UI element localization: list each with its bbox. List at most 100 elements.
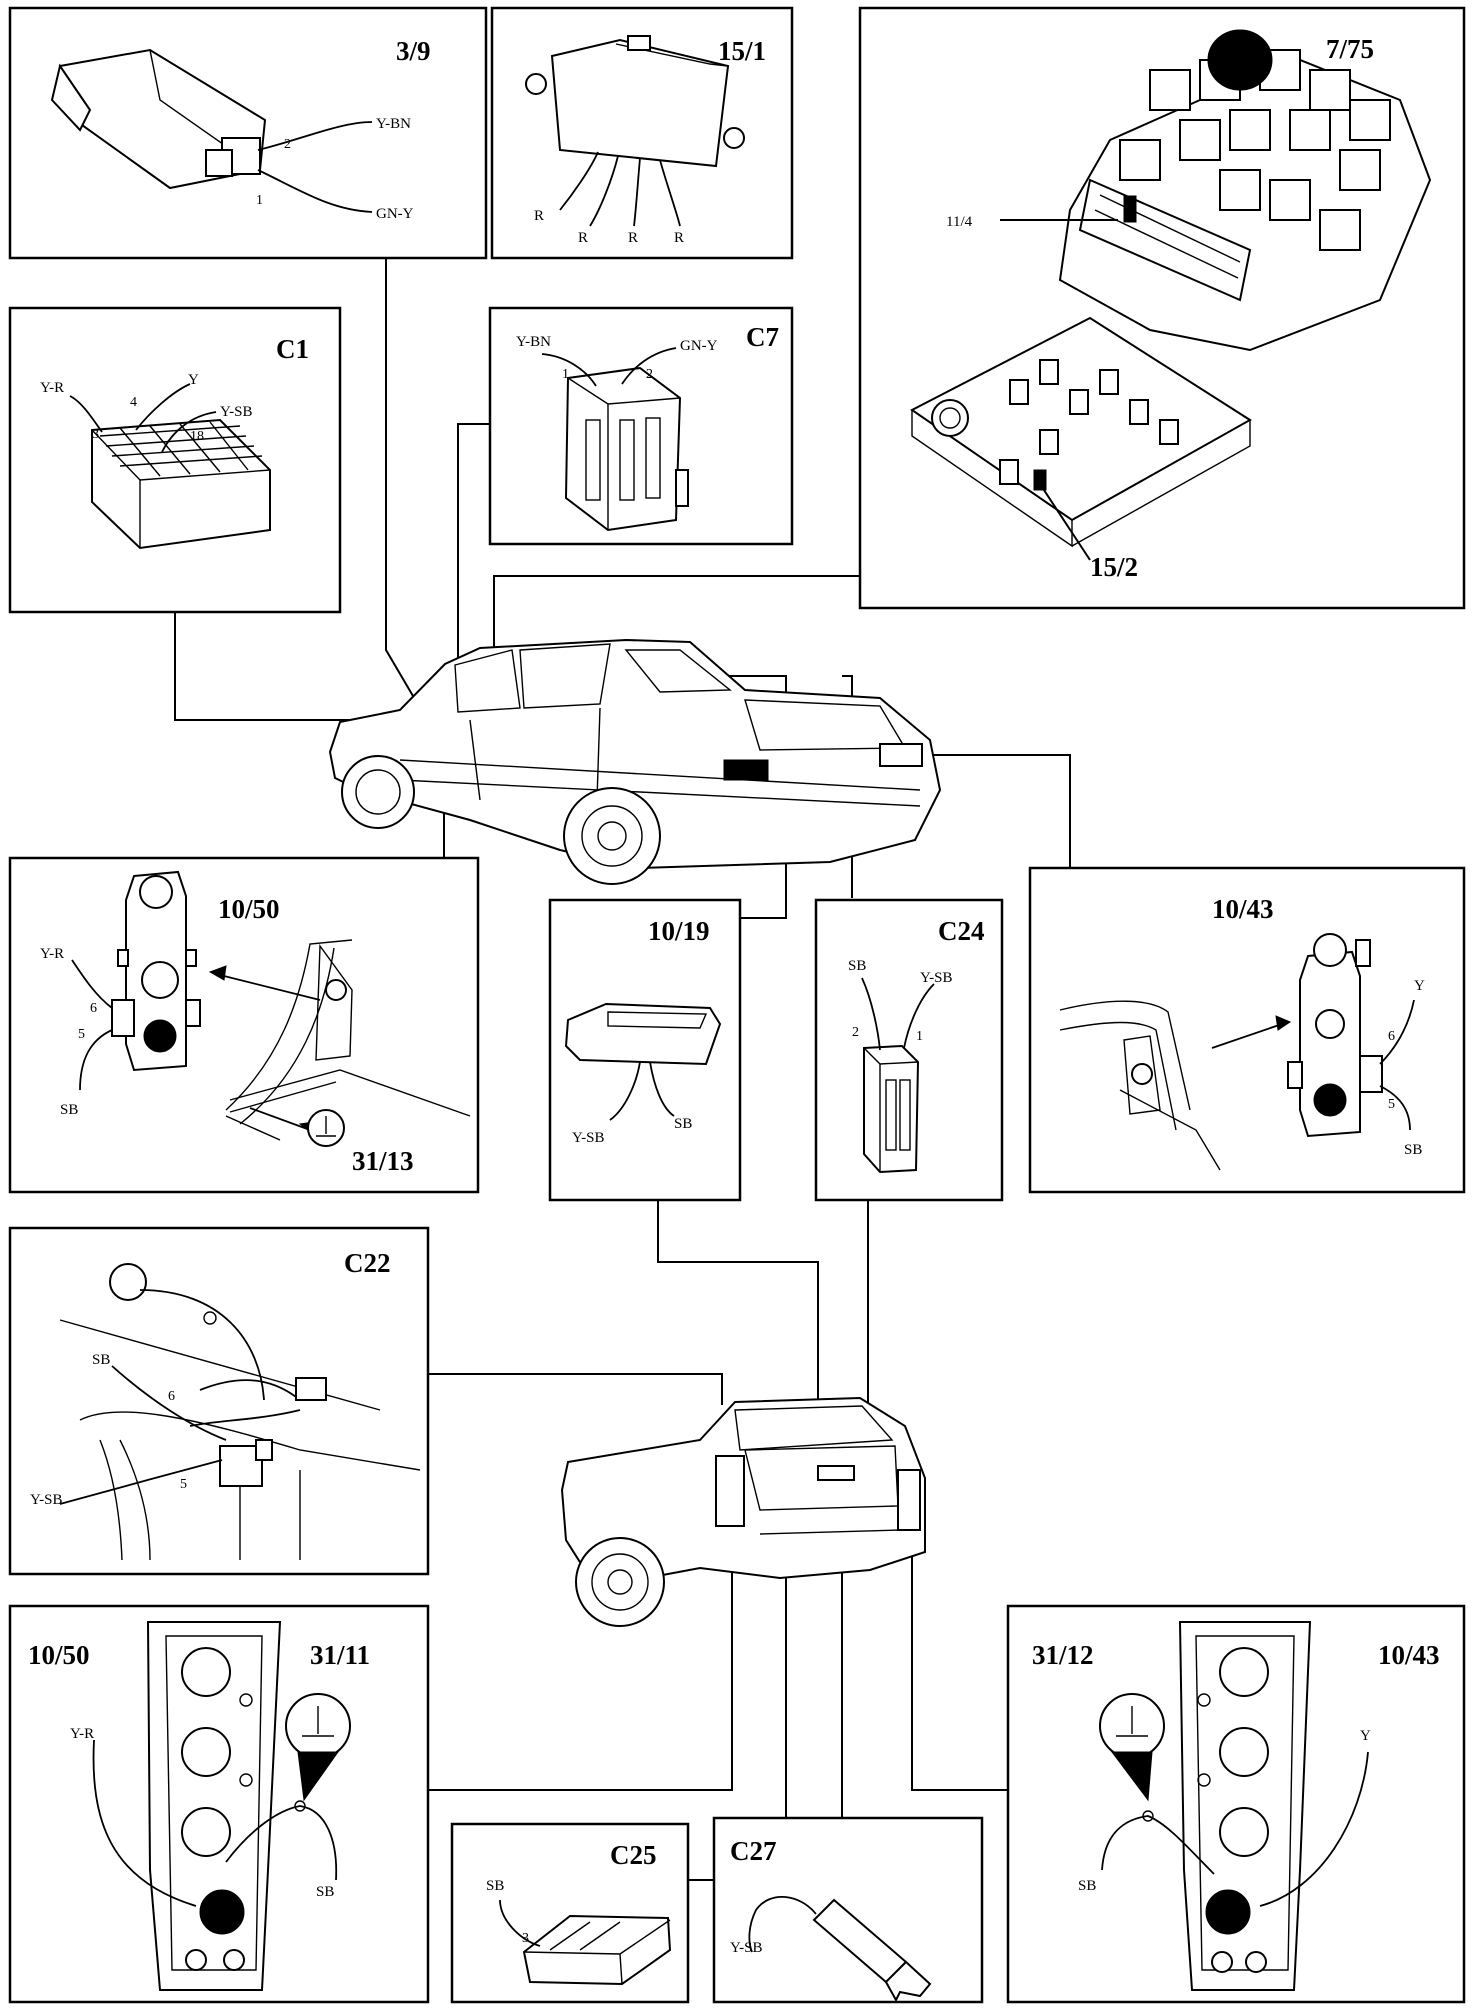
label-wire-ysb: Y-SB [730,1940,763,1956]
panel-c7-frame [488,306,794,546]
panel-10-50-upper-id: 10/50 [218,894,280,924]
label-wire-ysb: Y-SB [220,404,253,420]
label-wire-sb: SB [60,1102,78,1118]
label-wire-yr: Y-R [40,946,64,962]
label-wire-sb: SB [848,958,866,974]
leader-10-43a [922,754,1071,868]
leader-c1 [174,612,420,721]
panel-c22: C22 SB Y-SB 6 5 [8,1226,430,1576]
label-pin-2: 2 [646,367,653,382]
high-brake-light [564,1002,722,1066]
wire-3-9-ybn [257,121,373,151]
panel-15-1-id: 15/1 [718,36,766,66]
label-pin-1: 1 [256,193,263,208]
panel-10-50-lower-id: 10/50 [28,1640,90,1670]
panel-10-43-lower-id: 10/43 [1378,1640,1440,1670]
label-wire-gny: GN-Y [680,338,718,354]
label-wire-r1: R [534,208,544,224]
label-pin-2: 2 [284,137,291,152]
fuse-box [910,316,1252,548]
leader-10-19-down [657,1200,819,1442]
label-wire-yr: Y-R [70,1726,94,1742]
control-module [525,35,745,168]
label-pin-6: 6 [168,1389,175,1404]
panel-c27-id: C27 [730,1836,777,1866]
connector-c25 [522,1914,672,1986]
label-wire-ysb: Y-SB [572,1130,605,1146]
label-wire-r4: R [674,230,684,246]
label-wire-y: Y [188,372,199,388]
panel-3-9: 3/9 Y-BN GN-Y 2 1 [8,6,488,260]
label-sub-15-2: 15/2 [1090,552,1138,582]
harness-scene [59,1263,421,1561]
label-pin-3: 3 [522,1931,529,1946]
label-pin-3: 3 [92,427,99,442]
label-wire-y: Y [1414,978,1425,994]
tail-lamp-carrier-right [1178,1621,1312,1991]
label-wire-r2: R [578,230,588,246]
panel-10-50-lower-ground-id: 31/11 [310,1640,370,1670]
label-wire-sb: SB [674,1116,692,1132]
panel-c27-frame [712,1816,984,2004]
leader-10-50b [428,1520,733,1791]
panel-c7: C7 Y-BN GN-Y 1 2 [488,306,794,546]
panel-c1-id: C1 [276,334,309,364]
label-wire-sb: SB [1078,1878,1096,1894]
panel-10-43-lower: 31/12 10/43 Y SB [1006,1604,1466,2004]
label-wire-ysb: Y-SB [30,1492,63,1508]
label-pin-18: 18 [190,429,204,444]
panel-10-50-upper: 10/50 31/13 Y-R SB 6 5 [8,856,480,1194]
estate-car-illustration [560,1396,926,1627]
panel-c1: C1 Y-R Y Y-SB 4 3 18 [8,306,342,614]
brake-light-switch [50,48,267,190]
lamp-holder-10-50 [111,870,201,1072]
panel-c27: C27 Y-SB [712,1816,984,2004]
tail-light-cavity-right [1059,1000,1221,1171]
leader-10-43b [911,1492,1008,1791]
panel-10-43-lower-ground-id: 31/12 [1032,1640,1094,1670]
leader-c7 [457,423,490,752]
tail-light-cavity [225,939,471,1141]
label-wire-ybn: Y-BN [376,116,411,132]
panel-10-50-upper-frame [8,856,480,1194]
label-wire-ysb: Y-SB [920,970,953,986]
label-wire-gny: GN-Y [376,206,414,222]
panel-10-50-lower: 10/50 31/11 Y-R SB [8,1604,430,2004]
label-pin-1: 1 [562,367,569,382]
relay-7-75-marker [1207,29,1273,91]
connector-c7 [564,366,689,532]
panel-c7-id: C7 [746,322,779,352]
label-pin-5: 5 [78,1027,85,1042]
label-wire-sb: SB [316,1884,334,1900]
label-wire-yr: Y-R [40,380,64,396]
label-wire-ybn: Y-BN [516,334,551,350]
leader-c22 [428,1373,723,1405]
panel-15-1: 15/1 R R R R [490,6,794,260]
panel-10-19-id: 10/19 [648,916,710,946]
panel-10-43-upper-id: 10/43 [1212,894,1274,924]
leader-3-9 [385,258,441,743]
panel-7-75: 7/75 11/4 [858,6,1466,610]
panel-c22-frame [8,1226,430,1576]
panel-10-43-upper-frame [1028,866,1466,1194]
panel-10-50-upper-ground-id: 31/13 [352,1146,414,1176]
label-pin-5: 5 [180,1477,187,1492]
connector-c27 [812,1898,932,2003]
label-pin-6: 6 [90,1001,97,1016]
panel-c25: C25 SB 3 [450,1822,690,2004]
relay-box [1058,29,1432,352]
panel-c22-id: C22 [344,1248,391,1278]
label-sub-11-4: 11/4 [946,214,973,230]
lamp-holder-10-43 [1287,933,1383,1138]
label-pin-4: 4 [130,395,137,410]
panel-10-43-upper: 10/43 Y SB 6 5 [1028,866,1466,1194]
panel-7-75-id: 7/75 [1326,34,1374,64]
label-wire-r3: R [628,230,638,246]
panel-c24-id: C24 [938,916,985,946]
panel-c24: C24 SB Y-SB 2 1 [814,898,1004,1202]
label-wire-sb: SB [92,1352,110,1368]
tail-lamp-carrier-left [146,1621,282,1991]
wire-3-9-gny [257,169,373,213]
label-pin-6: 6 [1388,1029,1395,1044]
label-pin-2: 2 [852,1025,859,1040]
